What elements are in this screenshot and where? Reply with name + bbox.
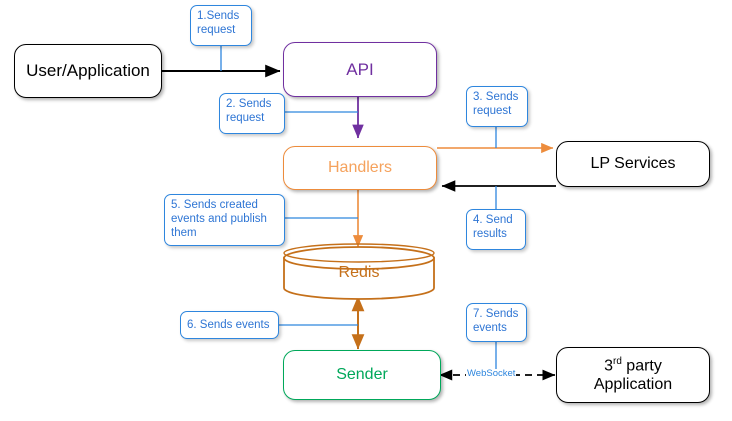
callout-2-sends-request[interactable]: 2. Sends request <box>219 93 285 134</box>
callout-6-line-1: 6. Sends events <box>187 318 270 331</box>
callout-1-sends-request[interactable]: 1.Sends request <box>190 5 252 46</box>
third-party-prefix: 3 <box>604 357 614 375</box>
callout-7-line-2: events <box>473 322 507 335</box>
node-label-lp-services: LP Services <box>590 155 676 173</box>
node-third-party-application[interactable]: 3rd party Application <box>556 347 710 403</box>
callout-7-sends-events[interactable]: 7. Sends events <box>466 303 527 342</box>
node-redis[interactable]: Redis <box>284 247 434 299</box>
node-user-application[interactable]: User/Application <box>14 44 162 98</box>
callout-5-line-3: them <box>171 227 197 240</box>
node-label-user-application: User/Application <box>26 61 150 81</box>
node-api[interactable]: API <box>283 42 437 97</box>
third-party-rest: party <box>621 357 662 375</box>
callout-2-line-1: 2. Sends <box>226 98 272 110</box>
node-label-redis: Redis <box>338 264 380 281</box>
callout-6-sends-events[interactable]: 6. Sends events <box>180 311 279 339</box>
callout-4-send-results[interactable]: 4. Send results <box>466 209 526 250</box>
callout-2-line-2: request <box>226 112 265 125</box>
node-handlers[interactable]: Handlers <box>283 146 437 190</box>
callout-3-sends-request[interactable]: 3. Sends request <box>466 86 528 127</box>
callout-5-line-2: events and publish <box>171 213 267 226</box>
callout-4-line-2: results <box>473 228 507 241</box>
callout-7-line-1: 7. Sends <box>473 308 519 320</box>
node-lp-services[interactable]: LP Services <box>556 141 710 187</box>
third-party-ordinal-suffix: rd <box>613 356 622 368</box>
callout-1-line-2: request <box>197 24 236 37</box>
node-label-sender: Sender <box>336 366 388 384</box>
callout-5-line-1: 5. Sends created <box>171 199 258 211</box>
callout-5-sends-created-events[interactable]: 5. Sends created events and publish them <box>164 194 285 246</box>
callout-4-line-1: 4. Send <box>473 214 513 226</box>
third-party-line2: Application <box>593 375 673 393</box>
edge-label-websocket: WebSocket <box>466 368 517 379</box>
callout-3-line-2: request <box>473 105 512 118</box>
node-sender[interactable]: Sender <box>283 350 441 400</box>
node-label-api: API <box>346 59 374 79</box>
callout-1-line-1: 1.Sends <box>197 10 240 22</box>
node-label-handlers: Handlers <box>327 159 393 177</box>
node-label-third-party-application: 3rd party Application <box>594 356 672 393</box>
callout-3-line-1: 3. Sends <box>473 91 519 103</box>
